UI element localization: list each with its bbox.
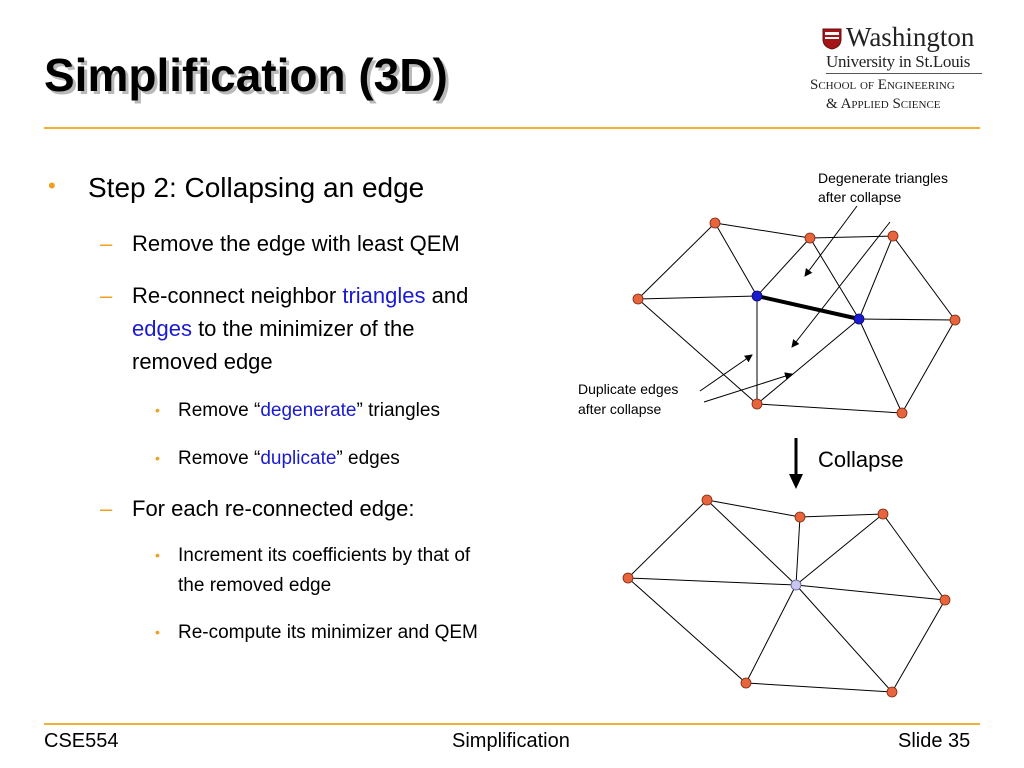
mesh-after-collapse	[627, 499, 946, 693]
degenerate-term: degenerate	[260, 400, 357, 421]
bullet-marker: •	[48, 173, 56, 198]
vertex	[949, 314, 961, 326]
vertex	[701, 494, 713, 506]
vertex	[751, 398, 763, 410]
footer-slide-number: Slide 35	[898, 730, 971, 752]
title-divider	[44, 127, 980, 129]
mesh-edge	[858, 318, 903, 414]
vertex	[939, 594, 951, 606]
logo-line-4: & Applied Science	[826, 96, 941, 112]
bullet-increment-line-2: the removed edge	[178, 575, 332, 596]
mesh-before-collapse	[637, 222, 956, 414]
bullet-recompute: Re-compute its minimizer and QEM	[178, 622, 478, 643]
university-logo: Washington University in St.Louis School…	[810, 22, 986, 118]
degenerate-note-line-2: after collapse	[818, 189, 902, 205]
mesh-edge	[756, 237, 811, 297]
footer-course: CSE554	[44, 730, 119, 752]
vertices-after	[622, 494, 951, 698]
merged-vertex	[790, 579, 802, 591]
edge-endpoint-vertex	[853, 313, 865, 325]
bullet-reconnect-line-1: Re-connect neighbor triangles and	[132, 283, 469, 308]
duplicate-arrow-1	[699, 354, 753, 392]
duplicate-note-line-1: Duplicate edges	[578, 381, 679, 397]
bullet-step-2: Step 2: Collapsing an edge	[88, 172, 425, 203]
mesh-edge	[795, 584, 893, 693]
vertex	[887, 230, 899, 242]
duplicate-arrow-2	[703, 372, 793, 403]
vertex	[794, 511, 806, 523]
vertex	[886, 686, 898, 698]
logo-line-2: University in St.Louis	[826, 52, 971, 71]
degenerate-arrow-1	[804, 205, 858, 277]
degenerate-arrow-2	[791, 221, 891, 348]
edges-term: edges	[132, 316, 192, 341]
mesh-edge	[795, 513, 884, 586]
mesh-edge	[858, 235, 894, 320]
footer-divider	[44, 723, 980, 725]
logo-line-1: Washington	[846, 22, 975, 52]
triangles-term: triangles	[342, 283, 426, 308]
degenerate-note-line-1: Degenerate triangles	[818, 170, 948, 186]
mesh-edge	[795, 584, 946, 601]
vertex	[877, 508, 889, 520]
vertex	[709, 217, 721, 229]
duplicate-term: duplicate	[260, 448, 337, 469]
mesh-outline	[627, 499, 946, 693]
mesh-outline	[637, 222, 956, 414]
bullet-reconnect-line-2: edges to the minimizer of the	[132, 316, 415, 341]
footer-topic: Simplification	[452, 730, 570, 752]
slide-title: Simplification (3D)	[44, 49, 448, 101]
bullet-remove-edge: Remove the edge with least QEM	[132, 231, 460, 256]
shield-icon	[822, 28, 842, 50]
dash-marker: –	[100, 283, 113, 308]
sub-bullet-marker: •	[155, 624, 160, 640]
logo-divider	[826, 73, 982, 74]
bullet-remove-degenerate: Remove “degenerate” triangles	[178, 400, 440, 421]
mesh-edge	[809, 237, 860, 320]
vertex	[896, 407, 908, 419]
logo-line-3: School of Engineering	[810, 77, 955, 93]
vertices-before	[632, 217, 961, 419]
vertex	[740, 677, 752, 689]
mesh-edge	[795, 516, 801, 586]
mesh-edge	[706, 499, 797, 586]
collapse-label: Collapse	[818, 447, 904, 472]
mesh-edge	[627, 577, 797, 586]
vertex	[804, 232, 816, 244]
mesh-edge	[858, 318, 956, 321]
sub-bullet-marker: •	[155, 450, 160, 466]
dash-marker: –	[100, 496, 113, 521]
collapse-arrow-icon	[789, 474, 803, 489]
sub-bullet-marker: •	[155, 402, 160, 418]
dash-marker: –	[100, 231, 113, 256]
mesh-edge	[637, 295, 758, 300]
vertex	[622, 572, 634, 584]
mesh-edge	[714, 222, 758, 297]
bullet-each-edge: For each re-connected edge:	[132, 496, 415, 521]
vertex	[632, 293, 644, 305]
sub-bullet-marker: •	[155, 547, 160, 563]
bullet-remove-duplicate: Remove “duplicate” edges	[178, 448, 400, 469]
collapsing-edge	[756, 294, 860, 321]
duplicate-note-line-2: after collapse	[578, 401, 662, 417]
bullet-increment-line-1: Increment its coefficients by that of	[178, 545, 471, 566]
mesh-edge	[745, 584, 797, 684]
edge-endpoint-vertex	[751, 290, 763, 302]
mesh-edge	[756, 318, 860, 405]
bullet-reconnect-line-3: removed edge	[132, 349, 273, 374]
